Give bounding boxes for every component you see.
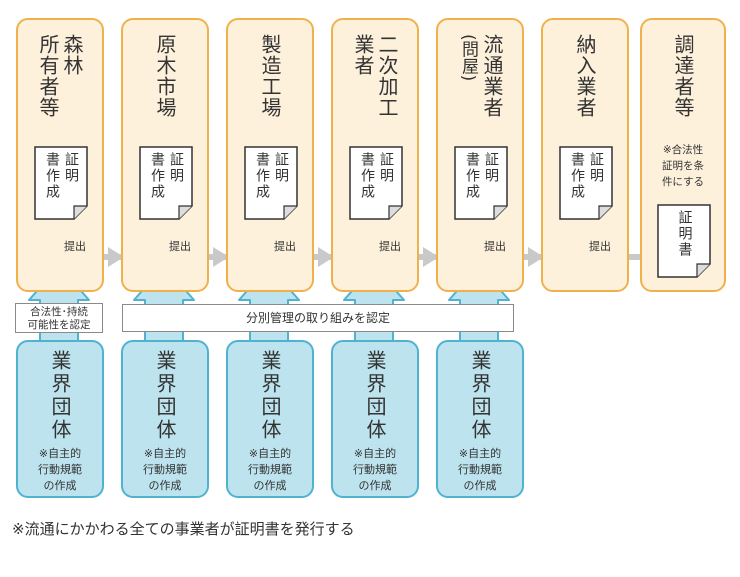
stage-title-col: 業者 — [351, 34, 375, 76]
certificate-doc-icon: 証明書 — [657, 204, 711, 278]
industry-group: 業界団体 ※自主的 行動規範 の作成 — [121, 340, 209, 498]
industry-group: 業界団体 ※自主的 行動規範 の作成 — [226, 340, 314, 498]
group-title: 業界団体 — [258, 350, 282, 442]
stage-title-col: 流通業者 — [480, 34, 504, 118]
doc-text-col: 証明 — [168, 152, 184, 184]
stage-forest-owner: 森林 所有者等 証明 書作成 — [16, 18, 104, 292]
note-line: ※自主的 — [353, 447, 397, 460]
stage-procurer: 調達者等 ※合法性 証明を条 件にする 証明書 — [640, 18, 726, 292]
doc-text-col: 証明 — [588, 152, 604, 184]
note-line: 行動規範 — [248, 463, 292, 476]
footnote: ※流通にかかわる全ての事業者が証明書を発行する — [12, 520, 355, 538]
group-title: 業界団体 — [153, 350, 177, 442]
procurer-note: ※合法性 証明を条 件にする — [642, 142, 724, 190]
note-line: ※合法性 — [662, 144, 704, 156]
submit-label: 提出 — [379, 240, 401, 253]
certificate-doc-icon: 証明 書作成 — [34, 146, 88, 220]
note-line: 証明を条 — [662, 160, 704, 172]
stage-title: 調達者等 — [642, 34, 724, 118]
stage-supplier: 納入業者 証明 書作成 — [541, 18, 629, 292]
stage-distributor: 流通業者 (問屋) 証明 書作成 — [436, 18, 524, 292]
doc-text-col: 証明 — [273, 152, 289, 184]
group-title: 業界団体 — [363, 350, 387, 442]
submit-label: 提出 — [484, 240, 506, 253]
banner-line: 可能性を認定 — [27, 319, 91, 331]
stage-title: 原木市場 — [123, 34, 207, 118]
certificate-doc-icon: 証明 書作成 — [559, 146, 613, 220]
stage-title-col: 製造工場 — [258, 34, 282, 118]
doc-text-col: 書作成 — [464, 152, 480, 200]
group-note: ※自主的 行動規範 の作成 — [18, 446, 102, 494]
doc-text-col: 書作成 — [149, 152, 165, 200]
stage-title-col: 二次加工 — [375, 34, 399, 118]
note-line: の作成 — [253, 479, 287, 492]
stage-secondary-processor: 二次加工 業者 証明 書作成 — [331, 18, 419, 292]
stage-title: 二次加工 業者 — [333, 34, 417, 118]
doc-text-col: 書作成 — [569, 152, 585, 200]
group-title: 業界団体 — [48, 350, 72, 442]
stage-title: 森林 所有者等 — [18, 34, 102, 118]
certificate-doc-icon: 証明 書作成 — [349, 146, 403, 220]
stage-title-col: 所有者等 — [36, 34, 60, 118]
group-note: ※自主的 行動規範 の作成 — [228, 446, 312, 494]
note-line: の作成 — [43, 479, 77, 492]
doc-text-col: 証明 — [63, 152, 79, 184]
note-line: ※自主的 — [143, 447, 187, 460]
note-line: の作成 — [463, 479, 497, 492]
certificate-doc-icon: 証明 書作成 — [244, 146, 298, 220]
certificate-doc-icon: 証明 書作成 — [454, 146, 508, 220]
note-line: 行動規範 — [38, 463, 82, 476]
stage-title: 製造工場 — [228, 34, 312, 118]
stage-title-col: 納入業者 — [573, 34, 597, 118]
submit-label: 提出 — [64, 240, 86, 253]
doc-text-col: 証明 — [378, 152, 394, 184]
doc-text-col: 書作成 — [254, 152, 270, 200]
doc-text-col: 書作成 — [359, 152, 375, 200]
note-line: 件にする — [661, 176, 705, 188]
industry-group: 業界団体 ※自主的 行動規範 の作成 — [16, 340, 104, 498]
stage-title-col: (問屋) — [458, 34, 478, 82]
note-line: の作成 — [358, 479, 392, 492]
submit-label: 提出 — [169, 240, 191, 253]
industry-group: 業界団体 ※自主的 行動規範 の作成 — [331, 340, 419, 498]
doc-text-col: 証明 — [483, 152, 499, 184]
doc-text-col: 書作成 — [44, 152, 60, 200]
doc-text-col: 証明書 — [676, 210, 693, 258]
submit-label: 提出 — [589, 240, 611, 253]
note-line: ※自主的 — [248, 447, 292, 460]
banner-line: 合法性･持続 — [30, 306, 88, 318]
note-line: ※自主的 — [38, 447, 82, 460]
certificate-doc-icon: 証明 書作成 — [139, 146, 193, 220]
note-line: ※自主的 — [458, 447, 502, 460]
stage-title-col: 調達者等 — [671, 34, 695, 118]
note-line: 行動規範 — [353, 463, 397, 476]
industry-group: 業界団体 ※自主的 行動規範 の作成 — [436, 340, 524, 498]
note-line: の作成 — [148, 479, 182, 492]
stage-title-col: 原木市場 — [153, 34, 177, 118]
group-note: ※自主的 行動規範 の作成 — [123, 446, 207, 494]
submit-label: 提出 — [274, 240, 296, 253]
stage-title-col: 森林 — [60, 34, 84, 76]
group-note: ※自主的 行動規範 の作成 — [438, 446, 522, 494]
stage-log-market: 原木市場 証明 書作成 — [121, 18, 209, 292]
certification-banner-legality: 合法性･持続 可能性を認定 — [15, 303, 103, 333]
group-note: ※自主的 行動規範 の作成 — [333, 446, 417, 494]
stage-title: 流通業者 (問屋) — [438, 34, 522, 118]
group-title: 業界団体 — [468, 350, 492, 442]
note-line: 行動規範 — [458, 463, 502, 476]
note-line: 行動規範 — [143, 463, 187, 476]
stage-title: 納入業者 — [543, 34, 627, 118]
certification-banner-segregation: 分別管理の取り組みを認定 — [122, 304, 514, 332]
stage-factory: 製造工場 証明 書作成 — [226, 18, 314, 292]
